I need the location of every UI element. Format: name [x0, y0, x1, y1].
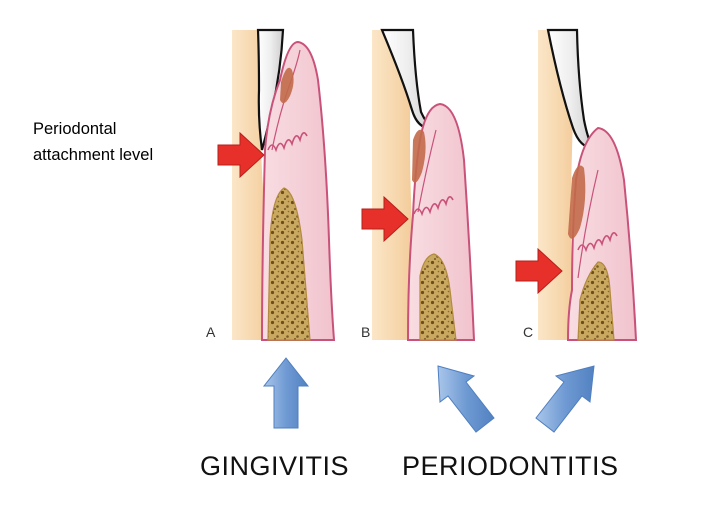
periodontitis-arrow-left [437, 365, 495, 433]
panel-letter-b: B [361, 324, 371, 340]
panel-b-calculus [412, 129, 426, 183]
panel-a-bone [267, 187, 311, 341]
panel-c-illustration [538, 28, 638, 341]
panel-a-illustration [232, 28, 336, 341]
panel-a-crown [256, 28, 285, 151]
panel-c-epithelium [577, 232, 618, 253]
panel-b-bone [419, 253, 457, 341]
panel-a-epithelium [267, 132, 308, 153]
panel-b-illustration [372, 28, 476, 341]
gingivitis-up-arrow [262, 357, 310, 429]
periodontitis-arrow-right [535, 365, 595, 433]
panel-c-calculus [568, 165, 586, 239]
panel-a-calculus [280, 67, 294, 104]
attachment-arrow-b [361, 195, 409, 243]
attachment-arrow-c [515, 247, 563, 295]
attachment-label-line-2: attachment level [33, 146, 154, 164]
attachment-level-label: Periodontal attachment level [33, 116, 153, 168]
attachment-arrow-a [217, 131, 265, 179]
gingivitis-caption: GINGIVITIS [200, 451, 350, 481]
panel-letter-a: A [206, 324, 216, 340]
panel-b-epithelium [413, 196, 454, 217]
attachment-label-line-1: Periodontal [33, 120, 117, 138]
panel-b-tooth-root [372, 30, 416, 340]
panel-c-bone [577, 261, 615, 341]
panel-letter-c: C [523, 324, 534, 340]
periodontitis-caption: PERIODONTITIS [402, 451, 619, 481]
